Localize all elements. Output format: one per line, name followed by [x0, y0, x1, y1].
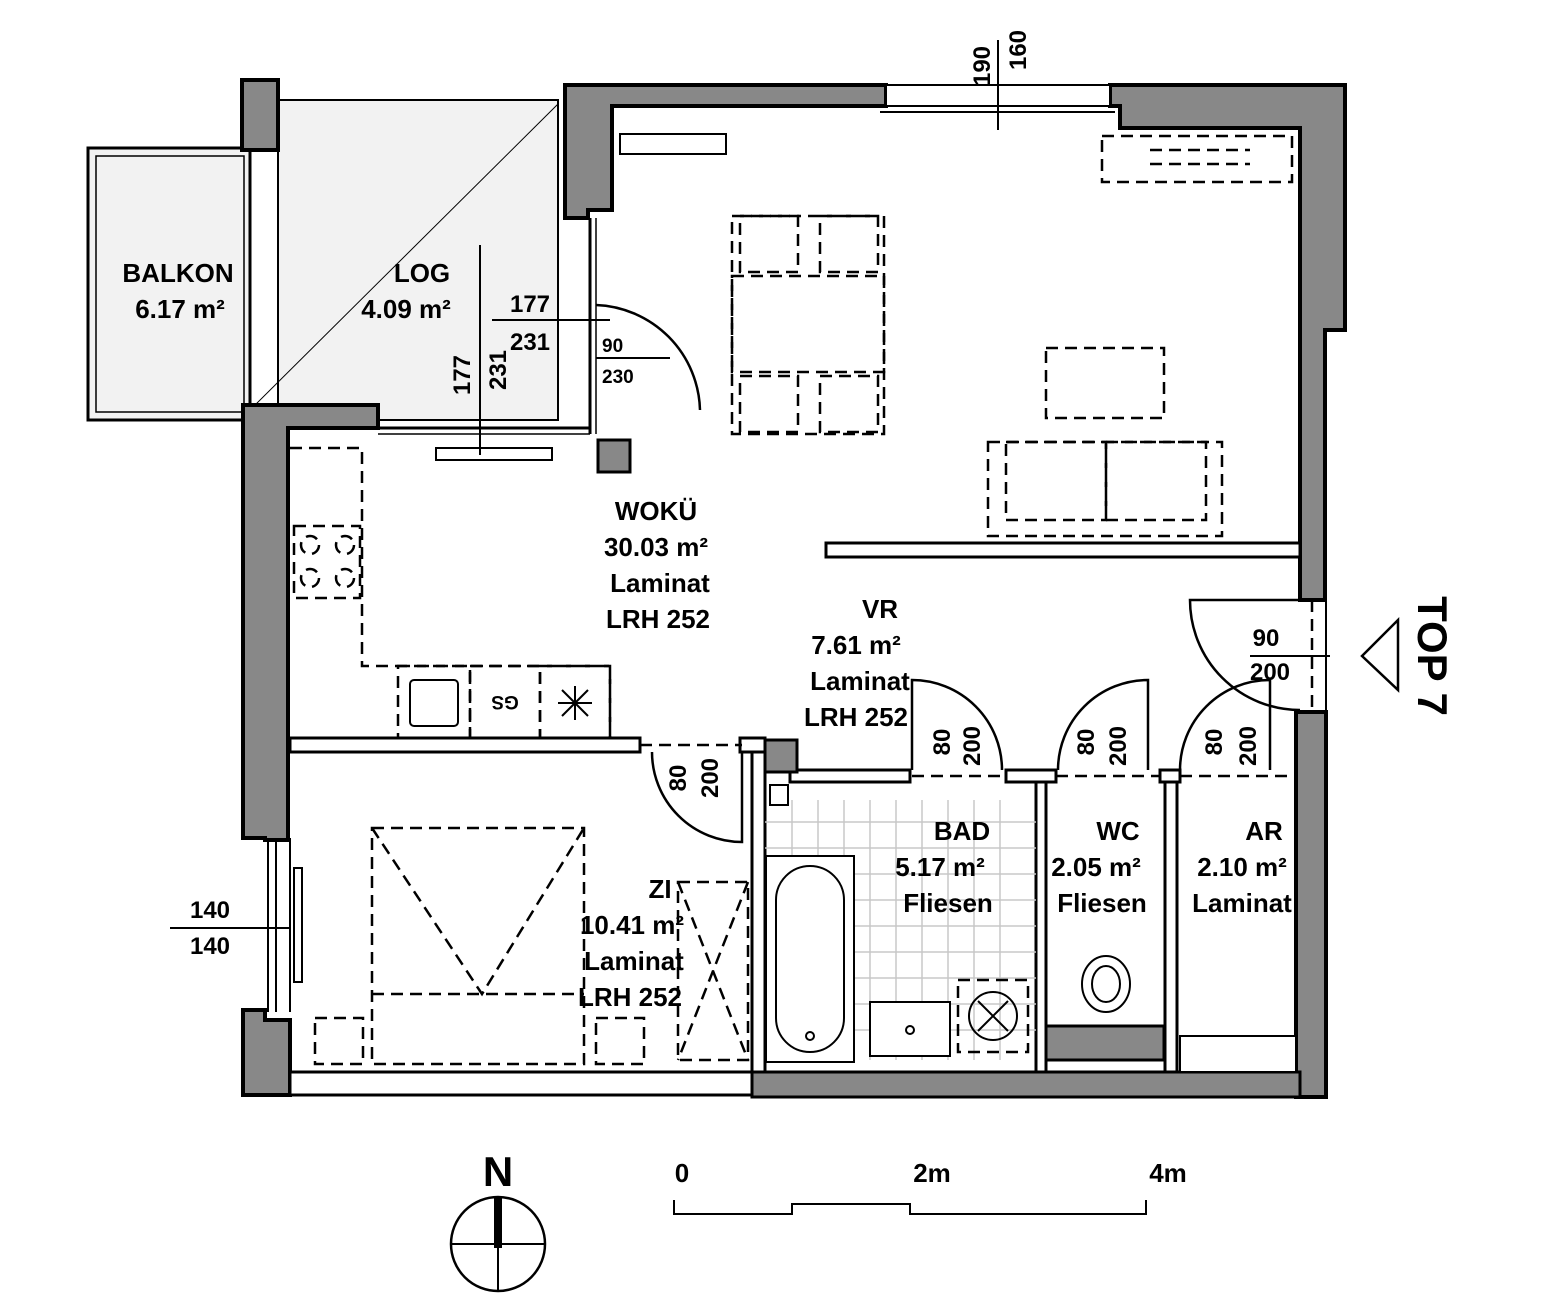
wc-name: WC — [1096, 816, 1140, 846]
log-door2-height: 231 — [485, 350, 512, 390]
bathtub — [765, 855, 855, 1063]
sofa — [986, 440, 1224, 538]
vr-name: VR — [862, 594, 898, 624]
compass-label: N — [483, 1148, 513, 1195]
nightstand-right — [594, 1016, 646, 1066]
zi-door-width: 80 — [665, 765, 692, 792]
bedroom-window — [170, 838, 303, 1012]
woku-height: LRH 252 — [606, 604, 710, 634]
washing-machine — [956, 978, 1030, 1054]
wc-door-height: 200 — [1105, 726, 1132, 766]
zi-window-width: 140 — [190, 897, 230, 924]
log-area: 4.09 m² — [361, 294, 451, 324]
zi-name: ZI — [648, 874, 671, 904]
north-arrow-icon — [449, 1195, 547, 1293]
woku-name: WOKÜ — [615, 496, 697, 526]
scale-bar — [673, 1200, 1147, 1215]
radiator — [619, 133, 727, 155]
loggia-door — [378, 218, 702, 461]
toilet — [1044, 955, 1166, 1062]
room-label-vr: VR 7.61 m² Laminat LRH 252 — [804, 594, 910, 732]
wc-area: 2.05 m² — [1051, 852, 1141, 882]
zi-height: LRH 252 — [578, 982, 682, 1012]
wc-floor: Fliesen — [1057, 888, 1147, 918]
ar-door-height: 200 — [1235, 726, 1262, 766]
bad-door-width: 80 — [929, 729, 956, 756]
room-label-woku: WOKÜ 30.03 m² Laminat LRH 252 — [604, 496, 710, 634]
room-label-bad: BAD 5.17 m² Fliesen — [895, 816, 993, 918]
bad-door-height: 200 — [959, 726, 986, 766]
wardrobe — [1100, 134, 1294, 184]
zi-window-height: 140 — [190, 933, 230, 960]
woku-floor: Laminat — [610, 568, 710, 598]
room-label-wc: WC 2.05 m² Fliesen — [1051, 816, 1147, 918]
wardrobe-bedroom — [676, 880, 750, 1062]
unit-label: TOP 7 — [1409, 596, 1456, 716]
scale-tick-0: 0 — [675, 1158, 689, 1188]
zi-door-height: 200 — [697, 758, 724, 798]
ar-area: 2.10 m² — [1197, 852, 1287, 882]
exterior-walls — [241, 83, 1347, 1099]
vr-floor: Laminat — [810, 666, 910, 696]
vr-height: LRH 252 — [804, 702, 908, 732]
wc-door-width: 80 — [1073, 729, 1100, 756]
entry-door-width: 90 — [1253, 625, 1280, 652]
storage-shelf — [1179, 1035, 1297, 1073]
log-door-width: 177 — [510, 291, 550, 318]
bad-area: 5.17 m² — [895, 852, 985, 882]
room-label-log: LOG 4.09 m² — [361, 258, 451, 324]
nightstand-left — [313, 1016, 365, 1066]
dining-table — [730, 214, 886, 436]
log-door2-width: 177 — [449, 355, 476, 395]
top-window-height: 160 — [1005, 30, 1032, 70]
scale-tick-4m: 4m — [1149, 1158, 1187, 1188]
coffee-table — [1044, 346, 1166, 420]
room-label-zi: ZI 10.41 m² Laminat LRH 252 — [578, 874, 684, 1012]
zi-floor: Laminat — [584, 946, 684, 976]
ar-floor: Laminat — [1192, 888, 1292, 918]
top-window-width: 190 — [969, 46, 996, 86]
zi-area: 10.41 m² — [580, 910, 684, 940]
balkon-area: 6.17 m² — [135, 294, 225, 324]
ar-name: AR — [1245, 816, 1283, 846]
bad-name: BAD — [934, 816, 990, 846]
woku-door-height: 230 — [602, 367, 634, 388]
vr-area: 7.61 m² — [811, 630, 901, 660]
entrance-arrow-icon — [1360, 616, 1400, 693]
bad-floor: Fliesen — [903, 888, 993, 918]
top-window — [880, 40, 1115, 130]
ar-door-width: 80 — [1201, 729, 1228, 756]
room-label-ar: AR 2.10 m² Laminat — [1192, 816, 1292, 918]
woku-area: 30.03 m² — [604, 532, 708, 562]
bed — [370, 826, 586, 1066]
scale-tick-2m: 2m — [913, 1158, 951, 1188]
balcony-area — [86, 99, 559, 422]
kitchen-counter — [290, 446, 612, 740]
woku-door-width: 90 — [602, 336, 623, 357]
room-label-balkon: BALKON 6.17 m² — [122, 258, 233, 324]
balkon-name: BALKON — [122, 258, 233, 288]
doors — [640, 598, 1330, 844]
washbasin — [869, 1001, 951, 1057]
loggia-column — [240, 78, 280, 152]
log-door-height: 231 — [510, 329, 550, 356]
dishwasher-label: GS — [491, 691, 518, 712]
entry-door-height: 200 — [1250, 659, 1290, 686]
log-name: LOG — [394, 258, 450, 288]
